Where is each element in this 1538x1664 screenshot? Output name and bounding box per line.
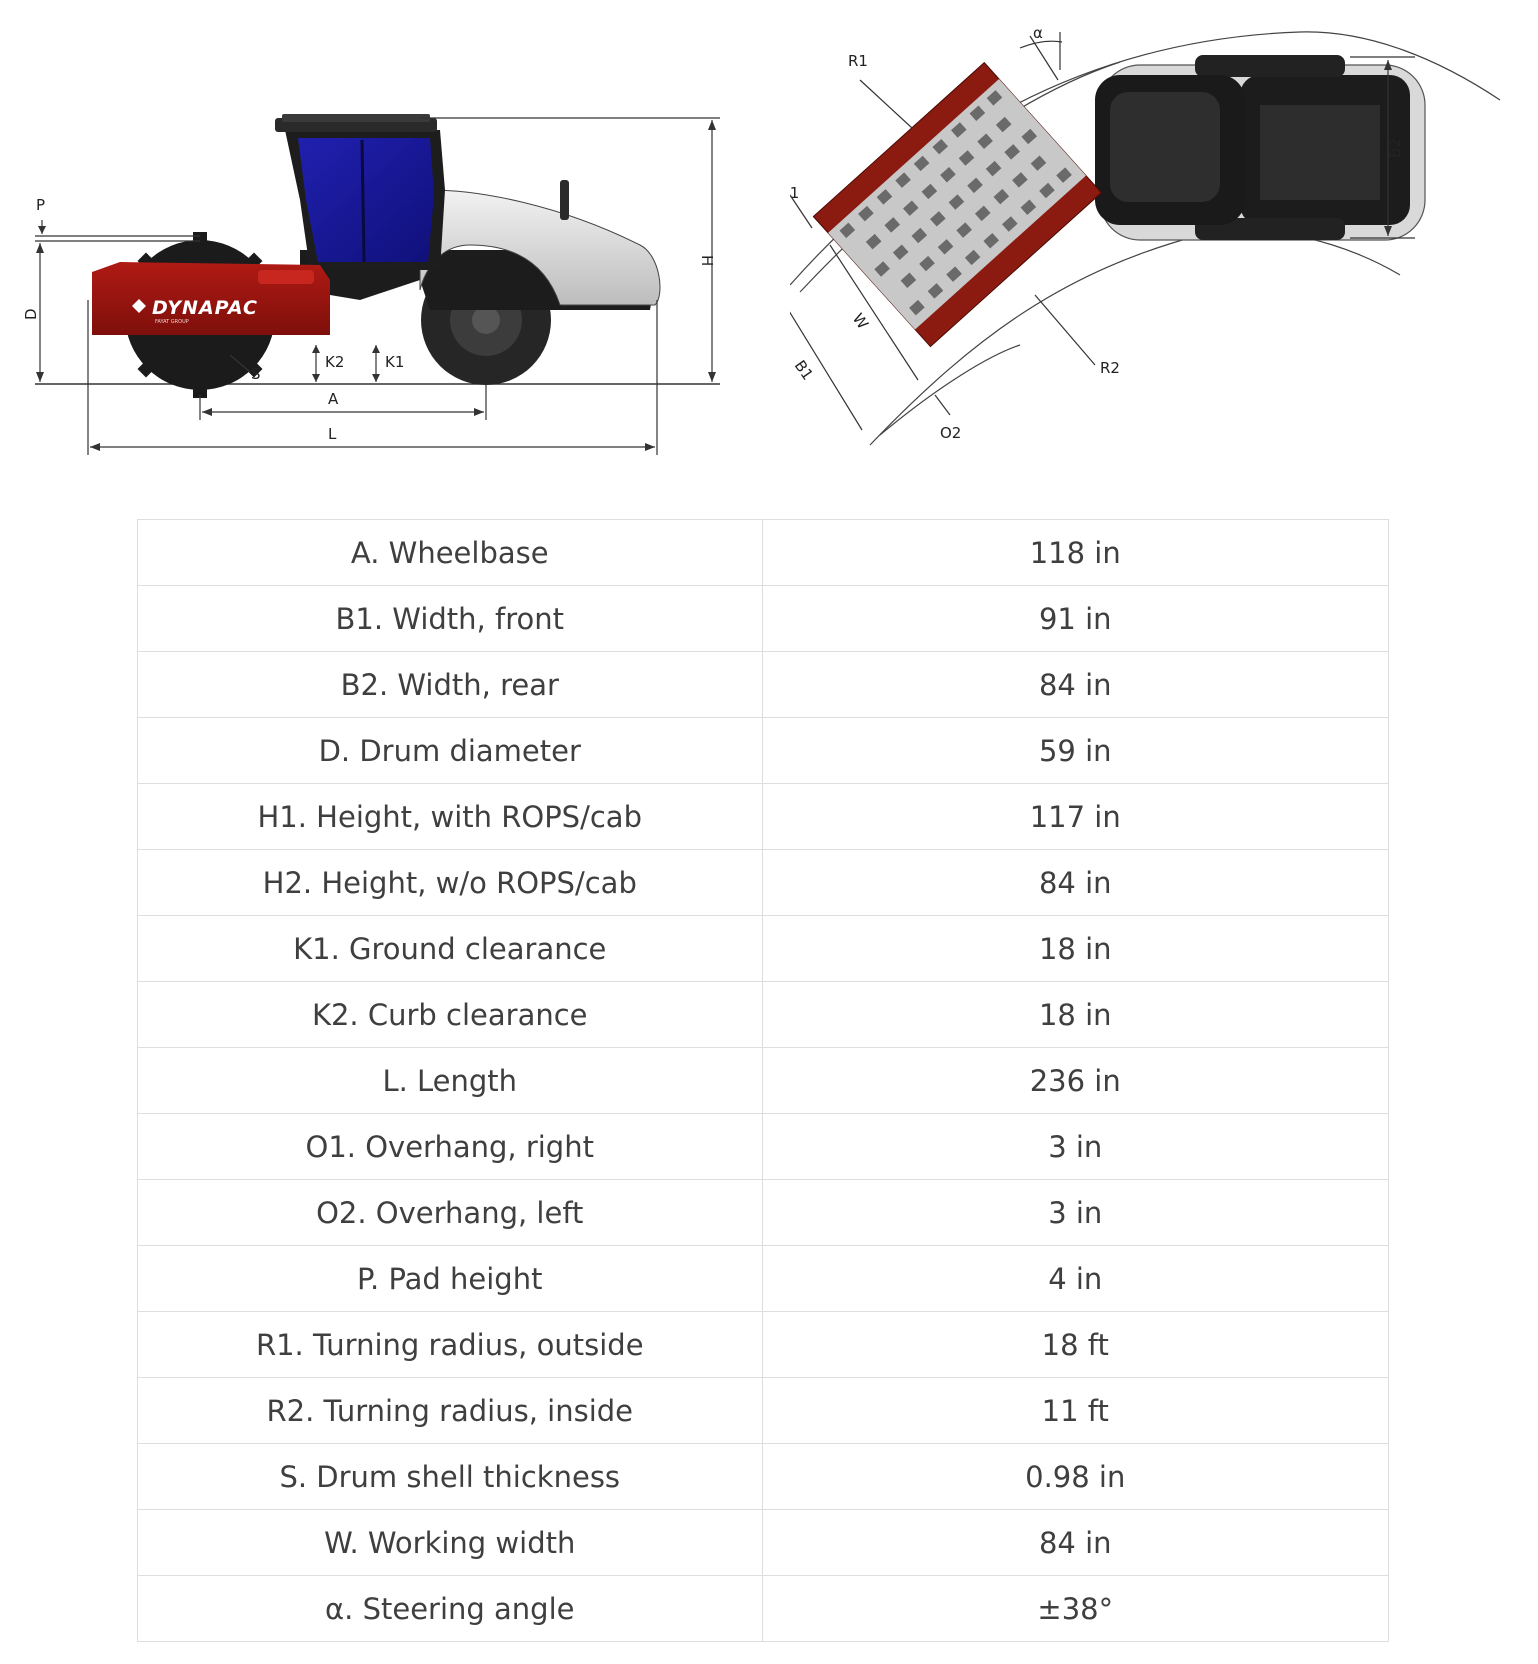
top-dimension-lines (790, 32, 1415, 431)
spec-label: K1. Ground clearance (137, 915, 763, 982)
front-drum-top (812, 61, 1103, 348)
label-o2: O2 (940, 424, 961, 442)
spec-value: 84 in (761, 1509, 1389, 1576)
label-p: P (36, 196, 45, 214)
rear-frame-top (1095, 55, 1426, 241)
spec-value: 0.98 in (761, 1443, 1389, 1510)
label-l: L (328, 425, 337, 443)
top-view-diagram: α R1 O1 W B1 O2 R2 B2 (790, 24, 1501, 446)
label-k1: K1 (385, 353, 404, 371)
spec-label: O1. Overhang, right (137, 1113, 763, 1180)
spec-value: 18 in (761, 915, 1389, 982)
label-s: S (251, 365, 261, 383)
label-d: D (22, 308, 40, 320)
top-arrowheads (1384, 60, 1392, 236)
spec-value: ±38° (761, 1575, 1389, 1642)
label-r2: R2 (1100, 359, 1120, 377)
side-arrowheads (36, 120, 716, 451)
spec-label: D. Drum diameter (137, 717, 763, 784)
spec-label: H1. Height, with ROPS/cab (137, 783, 763, 850)
label-h: H (698, 255, 716, 266)
spec-label: H2. Height, w/o ROPS/cab (137, 849, 763, 916)
label-b2: B2 (1386, 138, 1404, 158)
spec-label: B2. Width, rear (137, 651, 763, 718)
spec-label: B1. Width, front (137, 585, 763, 652)
spec-value: 3 in (761, 1113, 1389, 1180)
spec-value: 3 in (761, 1179, 1389, 1246)
dimension-diagrams: DYNAPAC FAYAT GROUP (0, 0, 1538, 500)
spec-value: 84 in (761, 849, 1389, 916)
table-row: α. Steering angle±38° (137, 1575, 1389, 1642)
spec-value: 84 in (761, 651, 1389, 718)
spec-value: 18 ft (761, 1311, 1389, 1378)
spec-value: 117 in (761, 783, 1389, 850)
label-b1: B1 (791, 357, 817, 384)
spec-value: 59 in (761, 717, 1389, 784)
spec-value: 118 in (761, 519, 1389, 586)
spec-label: A. Wheelbase (137, 519, 763, 586)
spec-label: S. Drum shell thickness (137, 1443, 763, 1510)
front-drum: DYNAPAC FAYAT GROUP (92, 232, 330, 398)
spec-label: R1. Turning radius, outside (137, 1311, 763, 1378)
spec-label: α. Steering angle (137, 1575, 763, 1642)
spec-label: P. Pad height (137, 1245, 763, 1312)
label-r1: R1 (848, 52, 868, 70)
spec-label: O2. Overhang, left (137, 1179, 763, 1246)
label-w: W (849, 310, 872, 333)
label-o1: O1 (790, 184, 799, 202)
brand-logo-text: DYNAPAC (152, 297, 258, 319)
spec-value: 4 in (761, 1245, 1389, 1312)
machine-body (275, 114, 661, 310)
spec-value: 236 in (761, 1047, 1389, 1114)
side-view-diagram: DYNAPAC FAYAT GROUP (22, 114, 720, 455)
spec-label: R2. Turning radius, inside (137, 1377, 763, 1444)
spec-label: L. Length (137, 1047, 763, 1114)
label-k2: K2 (325, 353, 344, 371)
brand-sub-text: FAYAT GROUP (155, 319, 189, 325)
label-a: A (328, 390, 339, 408)
spec-value: 11 ft (761, 1377, 1389, 1444)
spec-label: W. Working width (137, 1509, 763, 1576)
label-alpha: α (1033, 24, 1043, 42)
spec-value: 91 in (761, 585, 1389, 652)
spec-value: 18 in (761, 981, 1389, 1048)
spec-label: K2. Curb clearance (137, 981, 763, 1048)
